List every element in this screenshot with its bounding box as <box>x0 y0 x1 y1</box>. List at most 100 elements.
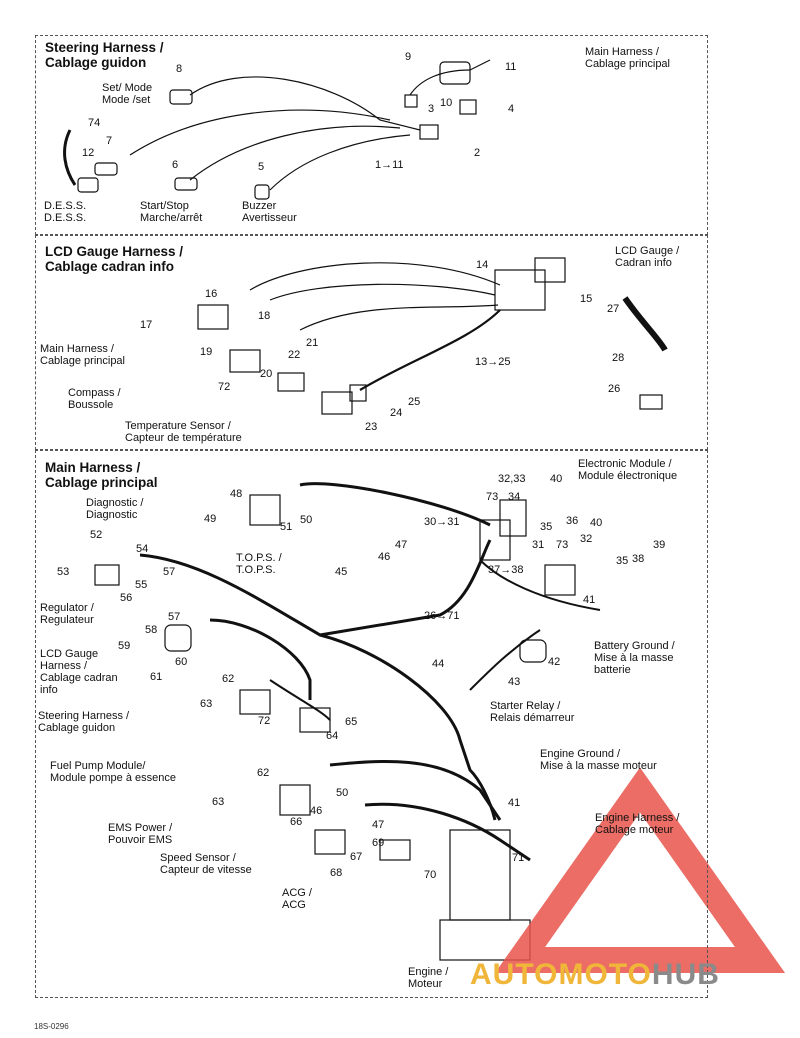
steering-harness-panel <box>35 35 708 235</box>
part-number: 1→11 <box>375 159 404 171</box>
part-number: 25 <box>408 396 421 408</box>
label-line: Diagnostic / <box>86 497 144 509</box>
label-line: Capteur de température <box>125 432 242 444</box>
part-number: 50 <box>300 514 313 526</box>
label-line: Regulateur <box>40 614 94 626</box>
label-line: Engine Ground / <box>540 748 621 760</box>
label-line: ACG / <box>282 887 312 899</box>
figure-reference: 18S-0296 <box>34 1022 69 1031</box>
label-line: Boussole <box>68 399 114 411</box>
part-number: 69 <box>372 837 385 849</box>
label-line: Mise à la masse <box>594 652 674 664</box>
label-line: Speed Sensor / <box>160 852 236 864</box>
label-set-mode: Set/ Mode Mode /set <box>102 82 152 106</box>
part-number: 18 <box>258 310 271 322</box>
part-number: 11 <box>505 61 517 73</box>
part-number: 62 <box>257 767 270 779</box>
part-number: 39 <box>653 539 666 551</box>
part-number: 17 <box>140 319 153 331</box>
part-number: 10 <box>440 97 453 109</box>
label-line: EMS Power / <box>108 822 173 834</box>
part-number: 26 <box>608 383 621 395</box>
part-number: 42 <box>548 656 561 668</box>
label-line: Cablage cadran <box>40 672 118 684</box>
label-line: Engine / <box>408 966 449 978</box>
part-number: 24 <box>390 407 403 419</box>
label-line: Module électronique <box>578 470 678 482</box>
part-number: 43 <box>508 676 521 688</box>
part-number: 15 <box>580 293 593 305</box>
main-section-title: Main Harness / Cablage principal <box>45 460 158 490</box>
watermark-text: AUTOMOTOHUB <box>470 958 720 992</box>
label-line: Diagnostic <box>86 509 138 521</box>
label-line: Harness / <box>40 660 88 672</box>
label-line: Compass / <box>68 387 121 399</box>
part-number: 9 <box>405 51 412 63</box>
part-number: 56 <box>120 592 133 604</box>
part-number: 47 <box>395 539 408 551</box>
part-number: 19 <box>200 346 213 358</box>
part-number: 23 <box>365 421 378 433</box>
steering-title-line1: Steering Harness / <box>45 40 164 55</box>
part-number: 5 <box>258 161 265 173</box>
part-number: 35 <box>616 555 629 567</box>
part-number: 71 <box>512 852 525 864</box>
watermark-part1: AUTOMOTO <box>470 958 652 991</box>
label-main-harness-lcd: Main Harness / Cablage principal <box>40 343 125 367</box>
main-title-line2: Cablage principal <box>45 475 158 490</box>
lcd-harness-panel <box>35 235 708 450</box>
part-number: 57 <box>163 566 176 578</box>
part-number: 63 <box>212 796 225 808</box>
label-line: Temperature Sensor / <box>125 420 231 432</box>
part-number: 22 <box>288 349 301 361</box>
part-number: 66 <box>290 816 303 828</box>
label-line: Cablage principal <box>585 58 670 70</box>
label-acg: ACG / ACG <box>282 887 312 911</box>
label-line: Avertisseur <box>242 212 297 224</box>
part-number: 40 <box>590 517 603 529</box>
part-number: 32,33 <box>498 473 526 485</box>
label-line: LCD Gauge / <box>615 245 680 257</box>
part-number: 26→71 <box>424 610 460 622</box>
part-number: 27 <box>607 303 620 315</box>
label-engine-harness: Engine Harness / Cablage moteur <box>595 812 679 836</box>
label-line: Mode /set <box>102 94 151 106</box>
part-number: 70 <box>424 869 437 881</box>
part-number: 47 <box>372 819 385 831</box>
label-line: Pouvoir EMS <box>108 834 173 846</box>
label-tops: T.O.P.S. / T.O.P.S. <box>236 552 282 576</box>
part-number: 35 <box>540 521 553 533</box>
label-line: Main Harness / <box>40 343 114 355</box>
label-starter-relay: Starter Relay / Relais démarreur <box>490 700 574 724</box>
label-line: Buzzer <box>242 200 277 212</box>
part-number: 61 <box>150 671 163 683</box>
label-line: Starter Relay / <box>490 700 561 712</box>
label-line: Cablage principal <box>40 355 125 367</box>
steering-title-line2: Cablage guidon <box>45 55 147 70</box>
watermark-part2: HUB <box>651 958 720 991</box>
part-number: 41 <box>583 594 596 606</box>
label-line: Moteur <box>408 978 443 990</box>
label-line: Start/Stop <box>140 200 189 212</box>
part-number: 8 <box>176 63 183 75</box>
label-line: T.O.P.S. / <box>236 552 282 564</box>
label-line: Capteur de vitesse <box>160 864 252 876</box>
label-line: Engine Harness / <box>595 812 680 824</box>
part-number: 63 <box>200 698 213 710</box>
label-line: Mise à la masse moteur <box>540 760 657 772</box>
part-number: 59 <box>118 640 131 652</box>
lcd-title-line1: LCD Gauge Harness / <box>45 244 184 259</box>
label-start-stop: Start/Stop Marche/arrêt <box>140 200 202 224</box>
label-electronic-module: Electronic Module / Module électronique <box>578 458 677 482</box>
part-number: 58 <box>145 624 158 636</box>
label-line: info <box>40 684 58 696</box>
label-speed-sensor: Speed Sensor / Capteur de vitesse <box>160 852 252 876</box>
label-fuel-pump: Fuel Pump Module/ Module pompe à essence <box>50 760 176 784</box>
part-number: 3 <box>428 103 435 115</box>
label-line: D.E.S.S. <box>44 200 87 212</box>
part-number: 49 <box>204 513 217 525</box>
part-number: 74 <box>88 117 101 129</box>
main-title-line1: Main Harness / <box>45 460 141 475</box>
label-line: Module pompe à essence <box>50 772 176 784</box>
